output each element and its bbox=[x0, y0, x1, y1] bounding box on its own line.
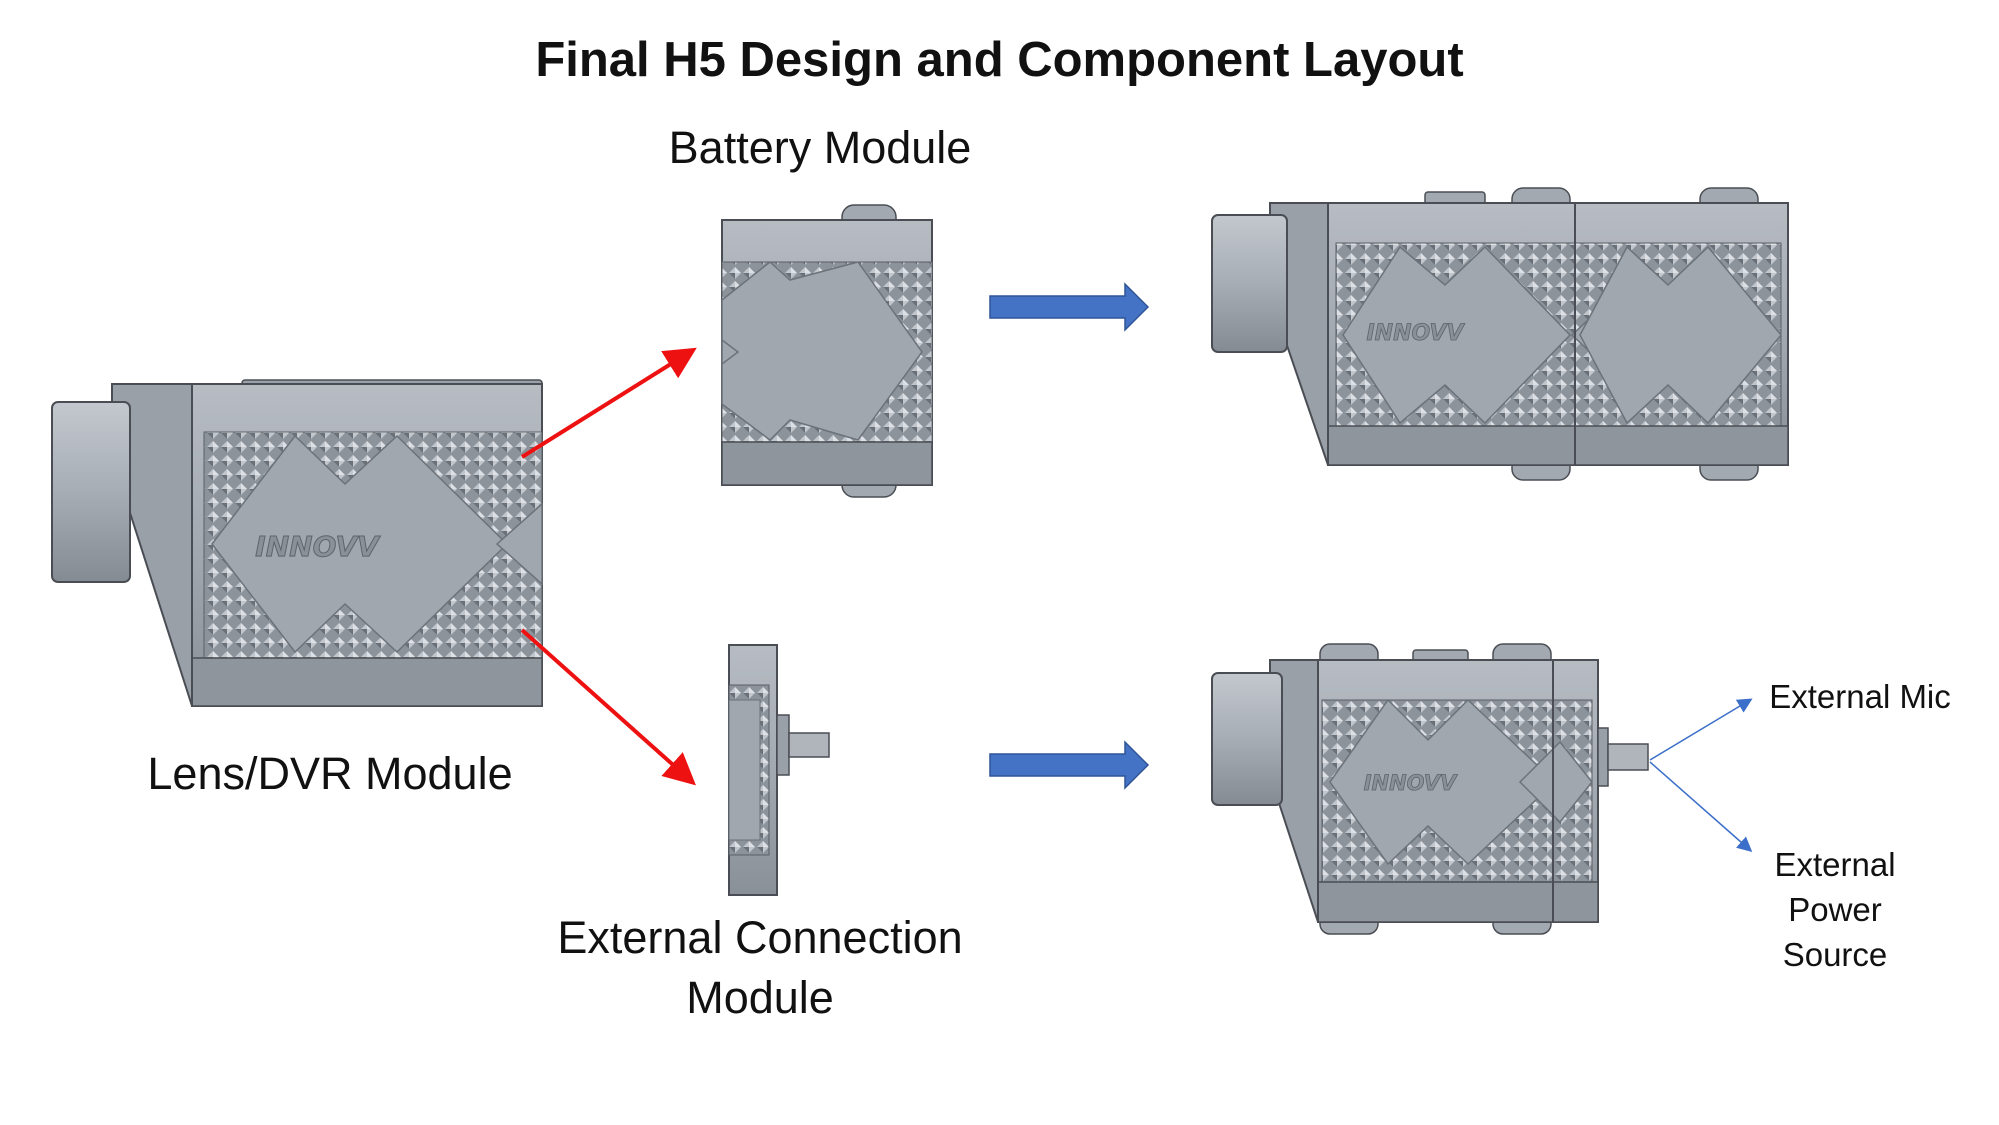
external-connection-label-line2: Module bbox=[686, 972, 834, 1023]
page-title: Final H5 Design and Component Layout bbox=[535, 33, 1464, 87]
external-connection-label-line1: External Connection bbox=[557, 912, 963, 963]
battery-module-label: Battery Module bbox=[668, 122, 972, 173]
lens-dvr-module-render bbox=[51, 379, 543, 707]
battery-module-render bbox=[721, 204, 933, 498]
arrow-to-external-mic bbox=[1649, 698, 1753, 761]
external-connection-module-label: External Connection Module bbox=[500, 908, 1020, 1028]
red-arrow-to-external bbox=[520, 628, 696, 786]
external-connection-module-render bbox=[728, 644, 830, 896]
innovv-logo-assembled-2: INNOVV bbox=[1364, 771, 1458, 795]
external-power-label-line2: Power bbox=[1788, 891, 1882, 928]
innovv-logo-assembled: INNOVV bbox=[1367, 321, 1466, 346]
arrow-to-external-power bbox=[1649, 761, 1753, 852]
external-power-label-line1: External bbox=[1774, 846, 1896, 883]
lens-dvr-module-label: Lens/DVR Module bbox=[147, 748, 513, 799]
assembled-lens-external-render: INNOVV bbox=[1211, 643, 1649, 935]
external-power-label-line3: Source bbox=[1782, 936, 1888, 973]
blue-arrow-top bbox=[989, 282, 1150, 332]
blue-arrow-bottom bbox=[989, 740, 1150, 790]
external-mic-label: External Mic bbox=[1769, 678, 1951, 715]
assembled-lens-battery-render: INNOVV bbox=[1211, 187, 1789, 481]
external-power-source-label: External Power Source bbox=[1720, 842, 1950, 977]
red-arrow-to-battery bbox=[520, 347, 697, 459]
